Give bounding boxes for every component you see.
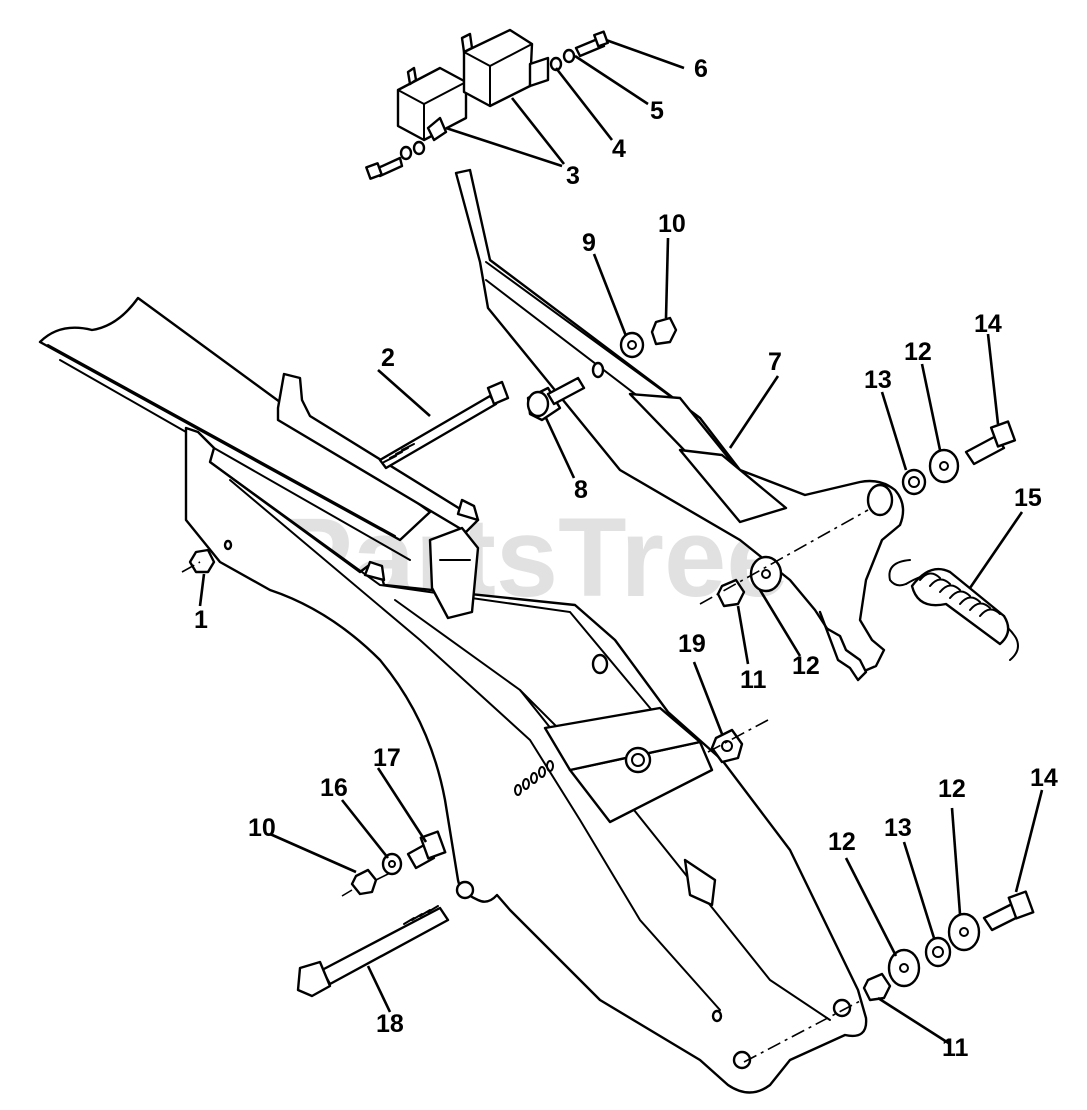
callout-12-lower-c: 12 (938, 775, 966, 803)
callout-8: 8 (574, 476, 588, 504)
washer-9 (619, 331, 645, 359)
callout-16: 16 (320, 774, 348, 802)
callout-11-upper: 11 (740, 666, 767, 694)
knob-8 (526, 376, 586, 422)
callout-10-top: 10 (658, 210, 686, 238)
callout-4: 4 (612, 135, 626, 163)
control-arm (454, 168, 905, 682)
callout-labels: 6 5 4 3 10 9 2 7 13 12 14 8 15 1 19 12 1… (194, 55, 1058, 1062)
spring-15 (888, 559, 1019, 661)
callout-12-upper-b: 12 (792, 652, 820, 680)
callout-2: 2 (381, 344, 395, 372)
hardware-group-lower (862, 890, 1035, 1002)
callout-11-lower: 11 (942, 1034, 969, 1062)
bolt-2 (378, 380, 510, 470)
nut-1 (188, 548, 216, 574)
callout-6: 6 (694, 55, 708, 83)
nut-10-top (650, 316, 678, 346)
callout-12-upper-a: 12 (904, 338, 932, 366)
callout-19: 19 (678, 630, 706, 658)
washer-12-upper (749, 555, 783, 593)
callout-12-lower-a: 12 (828, 828, 856, 856)
callout-15: 15 (1014, 484, 1042, 512)
callout-17: 17 (373, 744, 401, 772)
callout-10-lower: 10 (248, 814, 276, 842)
callout-1: 1 (194, 606, 208, 634)
callout-13-lower: 13 (884, 814, 912, 842)
leader-lines (198, 38, 1044, 1046)
callout-14-lower: 14 (1030, 764, 1058, 792)
relay-screw-top (549, 30, 609, 72)
hardware-group-upper (901, 420, 1017, 496)
relay-screw-left (365, 140, 426, 180)
callout-9: 9 (582, 229, 596, 257)
center-lines (181, 509, 869, 1063)
lift-arm (38, 296, 868, 1094)
callout-7: 7 (768, 348, 782, 376)
relay-2 (460, 28, 550, 108)
callout-3: 3 (566, 162, 580, 190)
callout-13-upper: 13 (864, 366, 892, 394)
callout-18: 18 (376, 1010, 404, 1038)
hardware-group-left (350, 830, 447, 896)
bolt-18 (296, 905, 450, 998)
callout-5: 5 (650, 97, 664, 125)
callout-14-upper: 14 (974, 310, 1002, 338)
relay-1 (396, 66, 468, 142)
